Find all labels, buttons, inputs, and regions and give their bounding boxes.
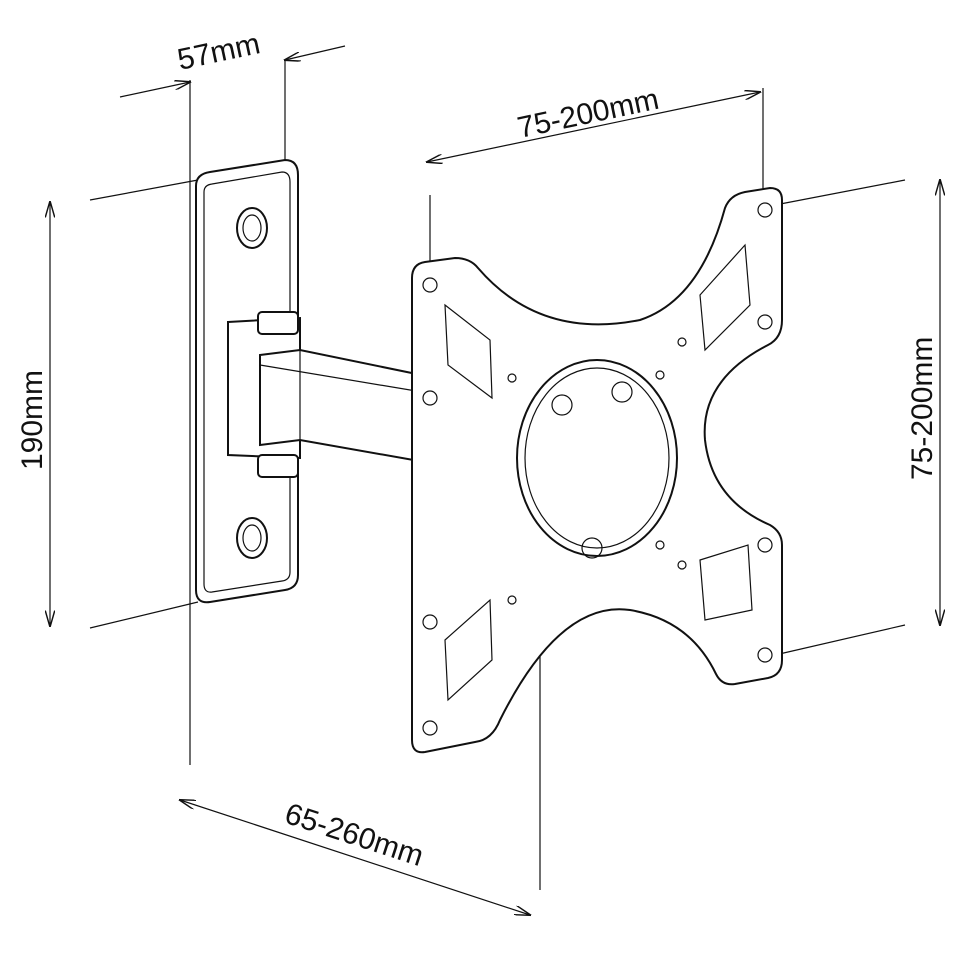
dim-label-arm-extension: 65-260mm xyxy=(281,797,428,873)
dim-label-190mm: 190mm xyxy=(16,370,49,470)
extension-lines xyxy=(89,60,906,890)
dimension-lines xyxy=(50,45,940,915)
dim-label-57mm: 57mm xyxy=(175,27,263,77)
dim-label-vesa-vertical: 75-200mm xyxy=(906,337,939,480)
vesa-plate xyxy=(411,186,783,754)
dim-label-vesa-horizontal: 75-200mm xyxy=(515,83,662,145)
